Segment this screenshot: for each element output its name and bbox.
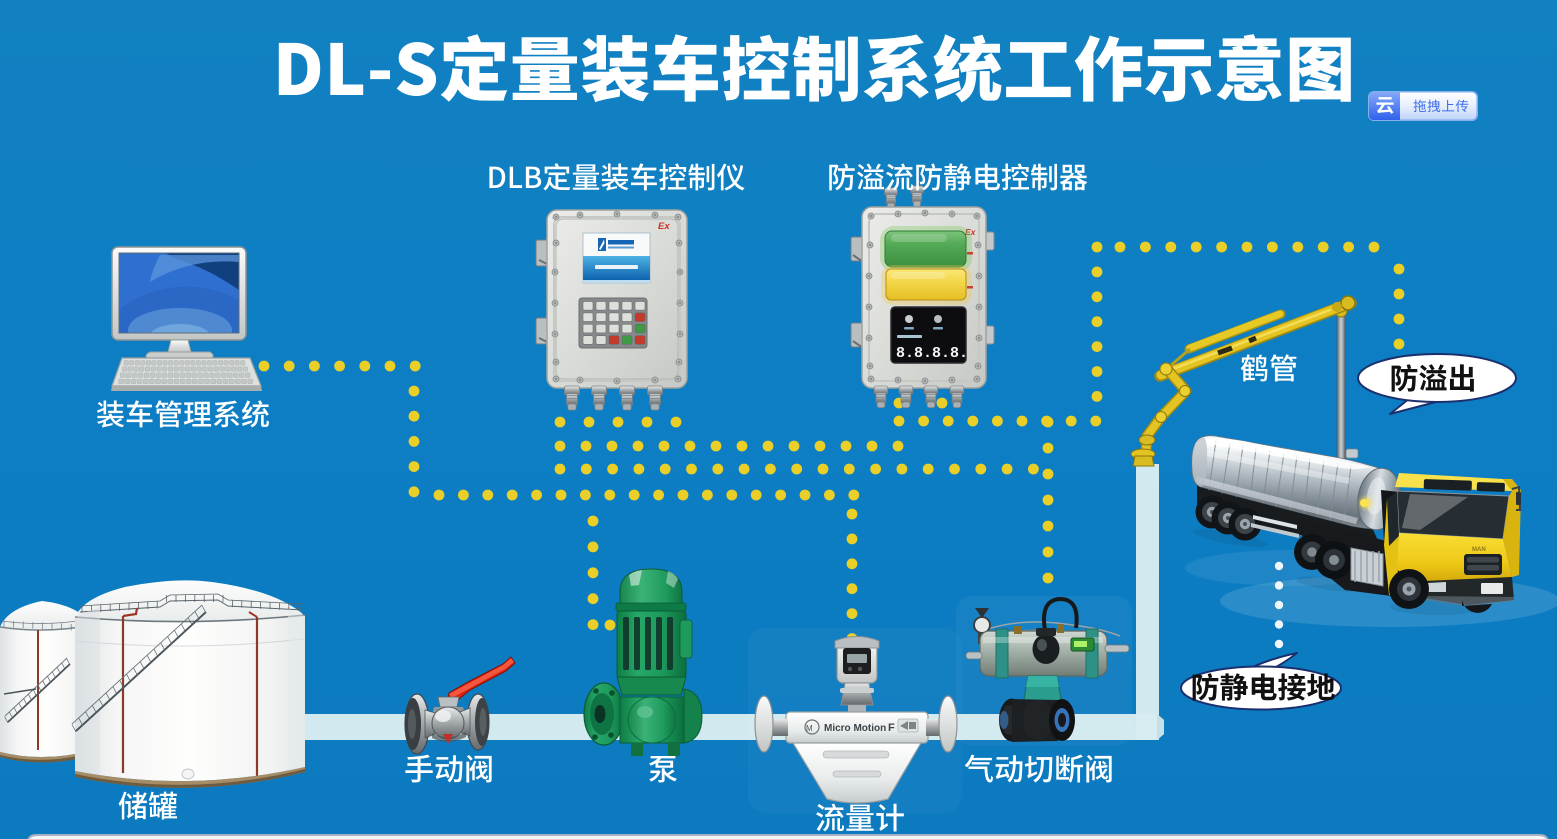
- svg-text:Ex: Ex: [965, 227, 977, 237]
- svg-text:Ex: Ex: [658, 221, 670, 232]
- svg-text:MAN: MAN: [1472, 547, 1486, 553]
- svg-text:Micro Motion: Micro Motion: [824, 723, 886, 734]
- svg-text:M: M: [806, 724, 813, 733]
- svg-text:8.8.8.8.: 8.8.8.8.: [896, 345, 968, 362]
- svg-text:F: F: [888, 722, 895, 734]
